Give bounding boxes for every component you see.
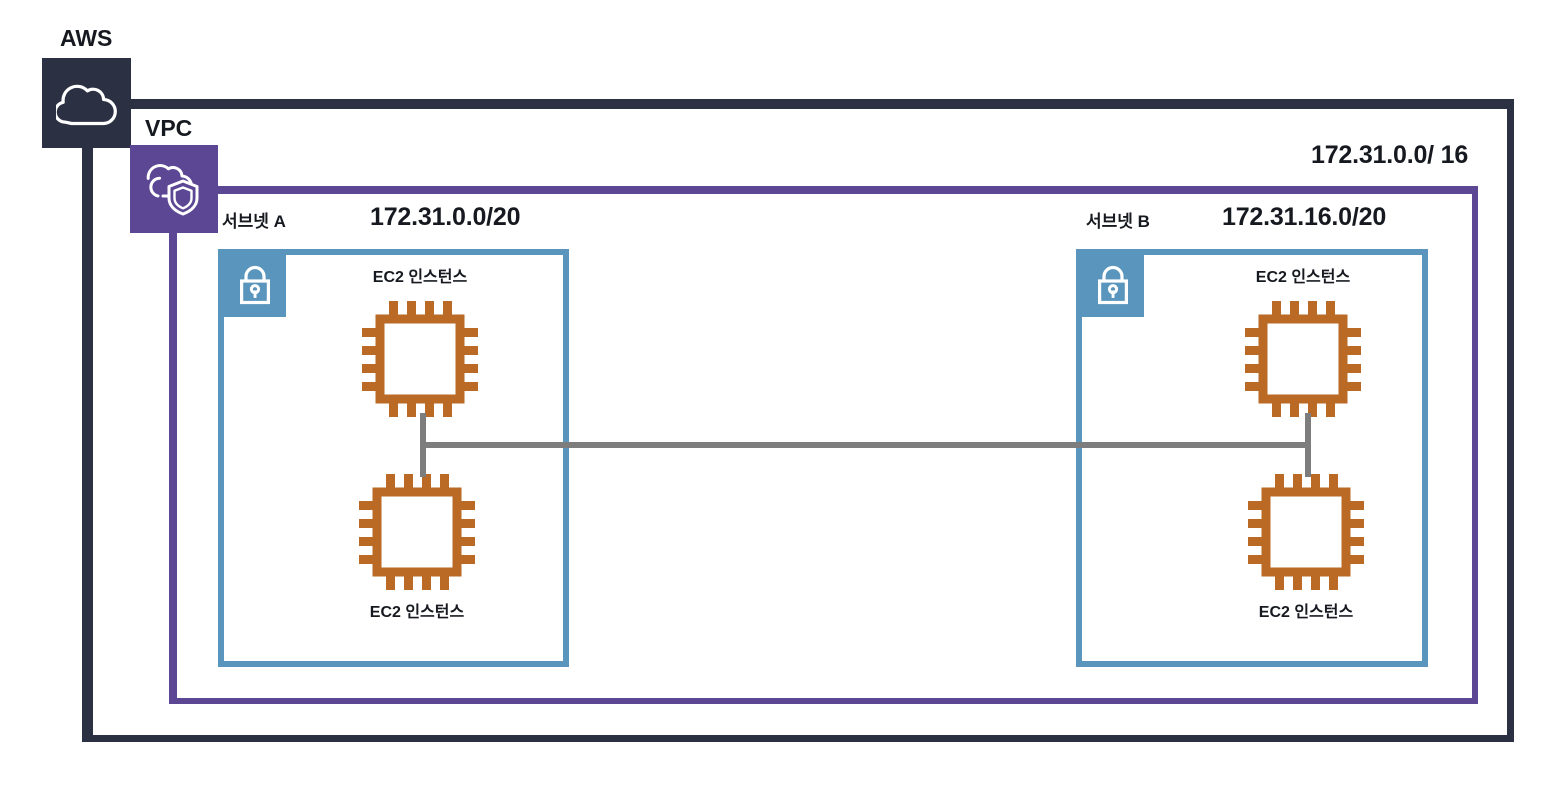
subnet-b-name-label: 서브넷 B	[1086, 212, 1150, 231]
vpc-cidr-label: 172.31.0.0/ 16	[1311, 141, 1469, 169]
vpc-cloud-shield-icon	[146, 164, 199, 216]
aws-group-label: AWS	[60, 25, 113, 51]
vpc-icon-tile	[130, 145, 218, 233]
ec2-instance-b2[interactable]: EC2 인스턴스	[1242, 468, 1370, 621]
ec2-instance-a1-label: EC2 인스턴스	[372, 269, 468, 286]
diagram-title: AWS VPC with two subnets and EC2 instanc…	[0, 0, 1, 1]
lock-icon	[239, 265, 270, 305]
ec2-chip-icon	[1245, 301, 1361, 417]
ec2-instance-a2[interactable]: EC2 인스턴스	[353, 468, 481, 621]
ec2-instance-a2-label: EC2 인스턴스	[369, 604, 465, 621]
vpc-group-left-connector	[170, 233, 177, 704]
connector-subnet-a-to-b-horizontal	[420, 442, 1311, 448]
subnet-a-group	[218, 249, 569, 667]
subnet-a-name-label: 서브넷 A	[222, 212, 286, 231]
aws-group-top-connector	[131, 99, 1514, 106]
ec2-instance-a1[interactable]: EC2 인스턴스	[356, 270, 484, 423]
aws-cloud-icon-tile	[42, 58, 131, 148]
ec2-chip-icon	[359, 474, 475, 590]
subnet-b-lock-icon-tile	[1082, 255, 1144, 317]
ec2-instance-b1-label: EC2 인스턴스	[1255, 269, 1351, 286]
vpc-group-top-connector	[218, 186, 1478, 192]
subnet-b-group	[1076, 249, 1428, 667]
connector-b1-vertical	[1305, 413, 1311, 477]
ec2-chip-icon	[362, 301, 478, 417]
ec2-instance-b2-label: EC2 인스턴스	[1258, 604, 1354, 621]
subnet-a-lock-icon-tile	[224, 255, 286, 317]
lock-icon	[1097, 265, 1128, 305]
subnet-a-cidr-label: 172.31.0.0/20	[370, 203, 521, 231]
ec2-chip-icon	[1248, 474, 1364, 590]
cloud-icon	[55, 84, 117, 126]
subnet-b-cidr-label: 172.31.16.0/20	[1222, 203, 1387, 231]
aws-group-left-connector	[82, 148, 89, 742]
vpc-group-label: VPC	[145, 115, 193, 141]
ec2-instance-b1[interactable]: EC2 인스턴스	[1239, 270, 1367, 423]
